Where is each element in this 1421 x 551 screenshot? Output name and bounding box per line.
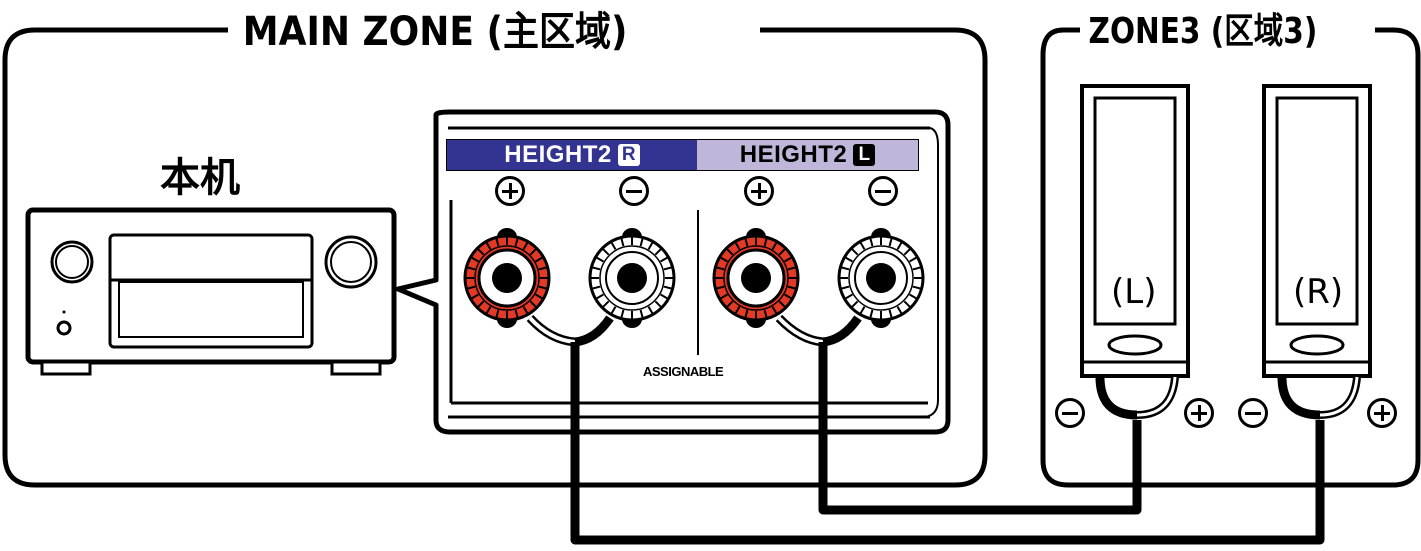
- main-zone-title: MAIN ZONE (主区域): [232, 10, 639, 54]
- speaker-cable-l: [775, 314, 1142, 515]
- speaker-left: [1080, 84, 1190, 420]
- terminal-height2-r-minus: [588, 226, 676, 330]
- speaker-left-label: (L): [1111, 272, 1157, 312]
- zone3-title: ZONE3 (区域3): [1082, 12, 1324, 52]
- main-zone-frame: [2, 27, 988, 488]
- plus-icon: [495, 176, 525, 206]
- height2-r-label: HEIGHT2: [504, 141, 612, 168]
- av-receiver: [25, 207, 397, 376]
- speaker-right: [1262, 84, 1372, 420]
- zone3-frame: [1040, 27, 1421, 488]
- channel-r-badge: R: [617, 144, 640, 166]
- height2-l-label: HEIGHT2: [739, 141, 848, 168]
- unit-label: 本机: [160, 155, 240, 201]
- terminal-height2-l-minus: [837, 226, 925, 330]
- minus-icon: [868, 176, 898, 206]
- minus-icon: [1055, 398, 1085, 428]
- height2-l-band: HEIGHT2 L: [697, 140, 918, 170]
- assignable-label: ASSIGNABLE: [643, 364, 724, 379]
- plus-icon: [1184, 398, 1214, 428]
- terminal-height2-l-plus: [712, 226, 800, 330]
- speaker-cable-r: [526, 314, 1325, 545]
- terminal-height2-r-plus: [463, 226, 551, 330]
- channel-l-badge: L: [853, 144, 876, 166]
- minus-icon: [1238, 398, 1268, 428]
- height2-r-band: HEIGHT2 R: [447, 140, 697, 170]
- plus-icon: [1367, 398, 1397, 428]
- minus-icon: [619, 176, 649, 206]
- plus-icon: [744, 176, 774, 206]
- speaker-right-label: (R): [1293, 272, 1344, 312]
